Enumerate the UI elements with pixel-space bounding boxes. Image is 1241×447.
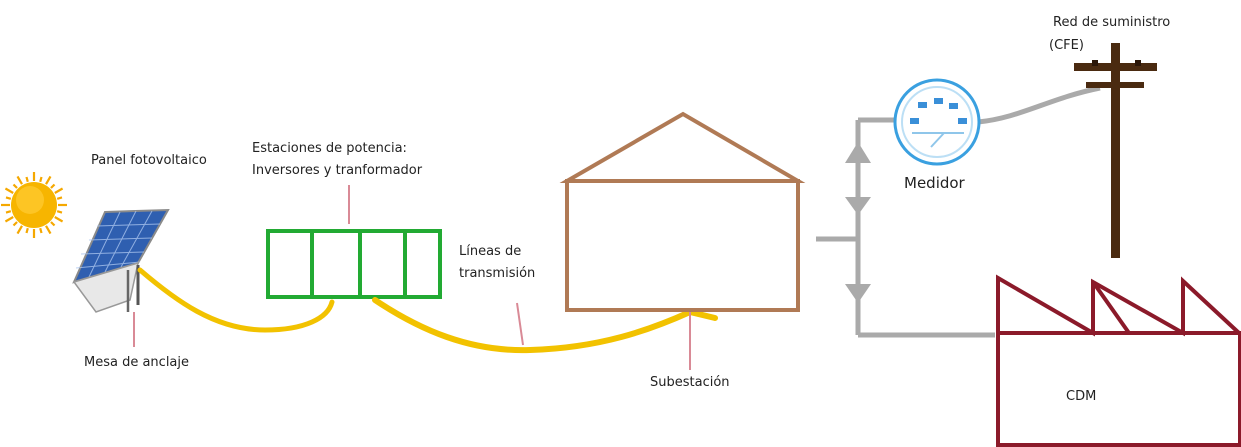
label-red-2: (CFE) — [1049, 38, 1084, 53]
label-medidor: Medidor — [904, 174, 966, 192]
sun-ray — [50, 183, 56, 189]
sun-ray — [39, 227, 43, 234]
label-red-1: Red de suministro — [1053, 15, 1170, 30]
arrow-down-icon-2 — [845, 284, 871, 303]
label-estaciones-1: Estaciones de potencia: — [252, 141, 407, 156]
sun-ray — [4, 187, 14, 194]
sun-ray — [54, 216, 64, 223]
inverter-icon — [266, 229, 442, 299]
label-cdm: CDM — [1066, 389, 1096, 404]
sun-ray — [5, 210, 12, 214]
sun-ray — [54, 187, 64, 194]
label-estaciones-2: Inversores y tranformador — [252, 163, 423, 178]
sun-ray — [50, 221, 56, 227]
solar-panel-icon — [72, 208, 170, 313]
sun-ray — [56, 196, 63, 200]
sun-icon — [1, 172, 67, 238]
flow-arrows — [845, 142, 871, 303]
label-lineas-1: Líneas de — [459, 244, 521, 259]
label-panel: Panel fotovoltaico — [91, 153, 207, 168]
meter-icon — [893, 78, 981, 166]
sun-ray — [25, 176, 29, 183]
label-lineas-2: transmisión — [459, 266, 535, 281]
sun-ray — [45, 175, 52, 185]
label-mesa: Mesa de anclaje — [84, 355, 189, 370]
transmission-line — [372, 297, 718, 354]
sun-ray — [12, 221, 18, 227]
substation-icon — [559, 111, 806, 312]
label-subestacion: Subestación — [650, 375, 730, 390]
sun-ray — [16, 225, 23, 235]
sun-ray — [45, 225, 52, 235]
sun-ray — [25, 227, 29, 234]
sun-ray — [16, 175, 23, 185]
arrow-up-icon — [845, 142, 871, 163]
sun-ray — [4, 216, 14, 223]
factory-icon — [996, 274, 1241, 447]
utility-pole-icon — [1074, 43, 1157, 258]
sun-ray — [39, 176, 43, 183]
sun-ray — [5, 196, 12, 200]
cable-panel-to-inverter — [137, 267, 335, 333]
sun-ray — [12, 183, 18, 189]
arrow-down-icon — [845, 197, 871, 215]
sun-ray — [56, 210, 63, 214]
lineas-leader-line — [516, 302, 524, 346]
